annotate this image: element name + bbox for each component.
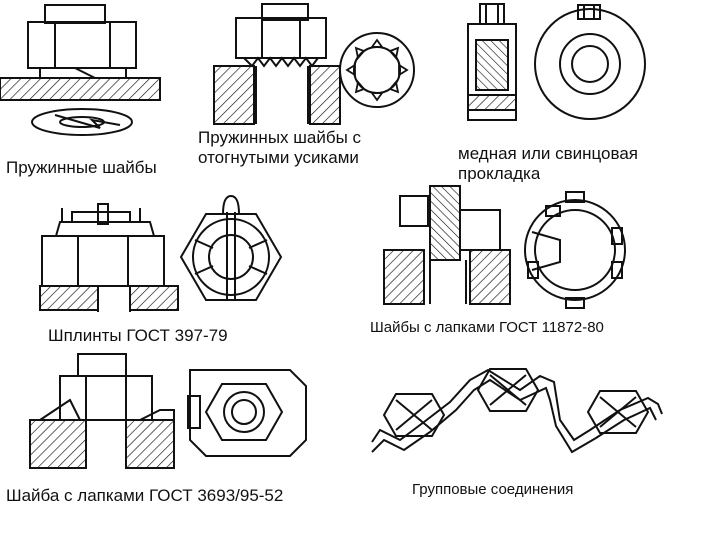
caption-cotter-pins: Шплинты ГОСТ 397-79	[48, 326, 228, 345]
tab-washer-assembly	[213, 3, 415, 125]
caption-group-connections: Групповые соединения	[412, 481, 574, 498]
caption-spring-washers: Пружинные шайбы	[6, 158, 157, 177]
caption-spring-washers-tabs-line1: Пружинных шайбы с	[198, 128, 362, 147]
caption-copper-gasket-line1: медная или свинцовая	[458, 144, 639, 163]
tab-washer-11872-assembly	[383, 185, 626, 309]
caption-spring-washers-tabs-line2: отогнутыми усиками	[198, 148, 359, 167]
cotter-pin-assembly	[39, 194, 283, 312]
copper-gasket-assembly	[467, 3, 646, 121]
caption-tab-washer-3693: Шайба с лапками ГОСТ 3693/95-52	[6, 486, 284, 505]
caption-copper-gasket-line2: прокладка	[458, 164, 541, 182]
tab-washer-3693-assembly	[29, 353, 307, 469]
spring-washer-assembly	[0, 4, 161, 136]
group-connection-assembly	[371, 368, 663, 454]
caption-tab-washers-11872: Шайбы с лапками ГОСТ 11872-80	[370, 319, 604, 336]
